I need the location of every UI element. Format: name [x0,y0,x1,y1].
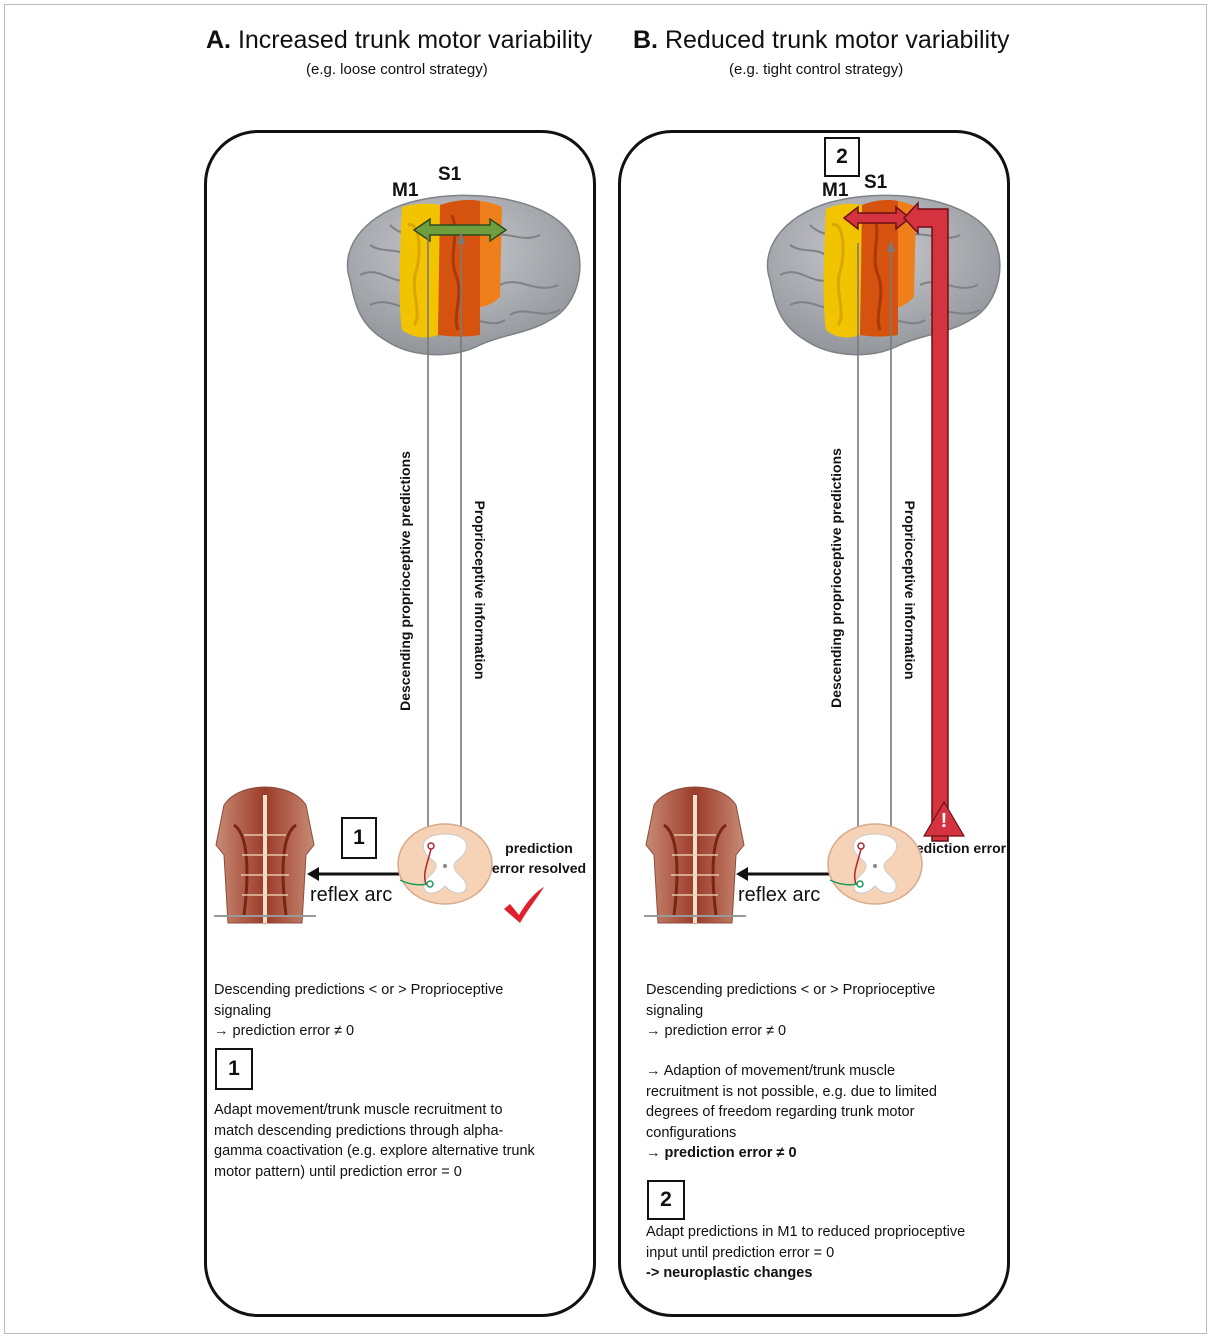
panel-b-adaption-description: → Adaption of movement/trunk muscle recr… [646,1061,1016,1164]
step-1-box-top: 1 [341,817,377,859]
panel-a-title: A. Increased trunk motor variability [206,26,592,55]
panel-b-subtitle: (e.g. tight control strategy) [729,61,903,78]
panel-b-descending-label: Descending proprioceptive predictions [828,448,844,708]
warning-mark: ! [935,810,953,833]
step-2-box-top: 2 [824,137,860,177]
panel-b-description: Descending predictions < or > Propriocep… [646,980,1016,1042]
reflex-arc-label-a: reflex arc [310,884,392,907]
brain-a-s1-label: S1 [438,164,461,186]
brain-a-m1-label: M1 [392,180,418,202]
panel-a-proprioceptive-label: Proprioceptive information [472,490,488,690]
brain-b-m1-label: M1 [822,180,848,202]
panel-a-subtitle: (e.g. loose control strategy) [306,61,488,78]
panel-a-description: Descending predictions < or > Propriocep… [214,980,584,1042]
checkmark-icon [502,885,546,925]
figure-frame [4,4,1207,1334]
panel-a-descending-label: Descending proprioceptive predictions [397,451,413,711]
torso-b-illustration [644,785,746,925]
step-1-box-bottom: 1 [215,1048,253,1090]
reflex-arc-label-b: reflex arc [738,884,820,907]
panel-b-proprioceptive-label: Proprioceptive information [902,490,918,690]
panel-a-pathway-lines [420,230,470,870]
brain-b-s1-label: S1 [864,172,887,194]
panel-b-pathway-lines [850,238,900,872]
spinal-cord-b [826,822,924,906]
panel-b-title: B. Reduced trunk motor variability [633,26,1010,55]
panel-a-adapt-description: Adapt movement/trunk muscle recruitment … [214,1100,584,1182]
step-2-box-bottom: 2 [647,1180,685,1220]
panel-b-final-description: Adapt predictions in M1 to reduced propr… [646,1222,1016,1284]
torso-a-illustration [214,785,316,925]
